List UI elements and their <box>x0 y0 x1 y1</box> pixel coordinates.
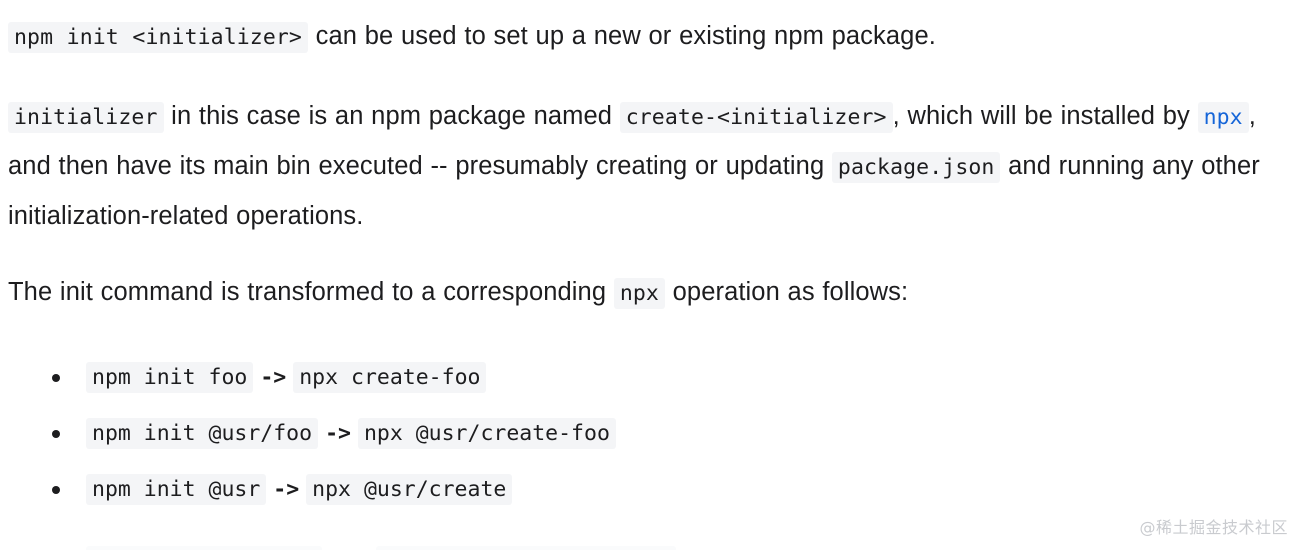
clipped-next-row <box>86 546 676 550</box>
clipped-code-fragment <box>86 546 322 550</box>
inline-code-right: npx create-foo <box>293 362 487 393</box>
paragraph-1: npm init <initializer> can be used to se… <box>8 12 1298 62</box>
watermark: @稀土掘金技术社区 <box>1139 518 1288 537</box>
inline-code-left: npm init foo <box>86 362 254 393</box>
inline-code-left: npm init @usr/foo <box>86 418 319 449</box>
paragraph-text: The init command is transformed to a cor… <box>8 278 614 306</box>
inline-code: create-<initializer> <box>619 102 893 133</box>
bullet-dot-icon <box>52 374 60 382</box>
list-item: npm init @usr/foo->npx @usr/create-foo <box>8 404 1288 460</box>
clipped-code-fragment <box>376 546 676 550</box>
list-item: npm init @usr->npx @usr/create <box>8 460 1288 516</box>
paragraph-2: initializer in this case is an npm packa… <box>8 92 1298 240</box>
list-item: npm init foo->npx create-foo <box>8 348 1288 404</box>
paragraph-text: can be used to set up a new or existing … <box>307 22 936 50</box>
inline-code-left: npm init @usr <box>86 474 267 505</box>
paragraph-text: operation as follows: <box>664 278 909 306</box>
paragraph-3: The init command is transformed to a cor… <box>8 268 1298 318</box>
arrow-separator: -> <box>325 421 351 446</box>
inline-code: npx <box>613 278 665 309</box>
paragraph-text: , and then have its main bin executed --… <box>8 102 1256 180</box>
inline-code: package.json <box>831 152 1001 183</box>
paragraph-text: , which will be installed by <box>892 102 1198 130</box>
paragraph-text: in this case is an npm package named <box>163 102 620 130</box>
arrow-separator: -> <box>273 477 300 502</box>
bullet-dot-icon <box>52 486 60 494</box>
npx-link[interactable]: npx <box>1197 102 1249 133</box>
transform-list: npm init foo->npx create-foo npm init @u… <box>8 348 1288 516</box>
arrow-separator: -> <box>260 365 287 390</box>
inline-code-right: npx @usr/create-foo <box>357 418 616 449</box>
inline-code-right: npx @usr/create <box>306 474 513 505</box>
bullet-dot-icon <box>52 430 60 438</box>
paragraph-text: and running any other initialization-rel… <box>8 152 1260 230</box>
inline-code: initializer <box>8 102 164 133</box>
inline-code: npm init <initializer> <box>8 22 308 53</box>
